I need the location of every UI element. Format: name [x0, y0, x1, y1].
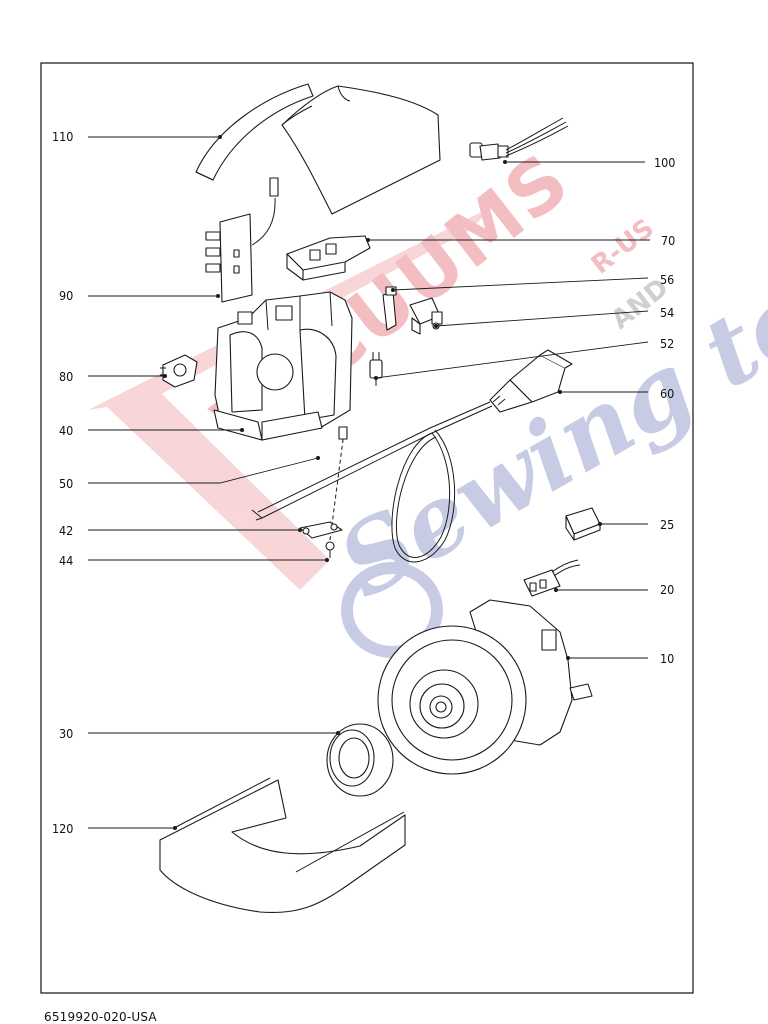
callout-label-30: 30 [59, 726, 73, 741]
callout-20: 20 [554, 582, 674, 597]
part-capacitor [565, 507, 601, 541]
callout-label-52: 52 [660, 336, 674, 351]
callout-40: 40 [59, 423, 244, 438]
callout-52: 52 [374, 336, 674, 380]
callout-label-80: 80 [59, 369, 73, 384]
part-power-plug [489, 349, 573, 413]
callout-label-70: 70 [661, 233, 675, 248]
part-upper-cover [195, 83, 441, 215]
callout-label-100: 100 [654, 155, 675, 170]
callout-60: 60 [558, 386, 674, 401]
callout-label-40: 40 [59, 423, 73, 438]
callout-label-60: 60 [660, 386, 674, 401]
part-cable-clip [160, 354, 198, 388]
callout-label-20: 20 [660, 582, 674, 597]
callout-label-54: 54 [660, 305, 674, 320]
callout-label-44: 44 [59, 553, 73, 568]
callout-label-42: 42 [59, 523, 73, 538]
watermark-rus: R-US [586, 213, 660, 280]
part-rocker-switch [382, 286, 397, 331]
part-power-cord [251, 401, 493, 563]
callout-25: 25 [598, 517, 674, 532]
part-clamp-bracket [299, 431, 345, 541]
part-lower-cover [159, 777, 406, 914]
callout-label-50: 50 [59, 476, 73, 491]
document-number: 6519920-020-USA [44, 1010, 157, 1024]
callout-label-90: 90 [59, 288, 73, 303]
callout-label-10: 10 [660, 651, 674, 666]
part-circuit-board [205, 177, 279, 303]
part-switch-housing [409, 297, 443, 335]
callout-44: 44 [59, 553, 329, 568]
callout-label-120: 120 [52, 821, 73, 836]
diagram-frame [40, 62, 694, 994]
part-motor-housing-frame [213, 291, 353, 441]
callout-80: 80 [59, 369, 167, 384]
callout-10: 10 [566, 651, 674, 666]
callout-120: 120 [52, 821, 177, 836]
part-motor [377, 599, 593, 775]
callout-70: 70 [366, 233, 675, 248]
callout-30: 30 [59, 726, 340, 741]
callout-110: 110 [52, 129, 222, 144]
part-screw [325, 426, 348, 558]
callout-label-56: 56 [660, 272, 674, 287]
part-switch-bracket [286, 235, 371, 281]
part-switch-with-wires [469, 117, 569, 161]
callout-label-25: 25 [660, 517, 674, 532]
part-motor-gasket-ring [326, 723, 394, 797]
part-terminal-block [523, 559, 581, 597]
callout-54: 54 [434, 305, 674, 328]
callout-100: 100 [503, 155, 675, 170]
callout-90: 90 [59, 288, 220, 303]
callout-42: 42 [59, 523, 302, 538]
callout-56: 56 [391, 272, 674, 292]
callout-50: 50 [59, 456, 320, 491]
callout-label-110: 110 [52, 129, 73, 144]
